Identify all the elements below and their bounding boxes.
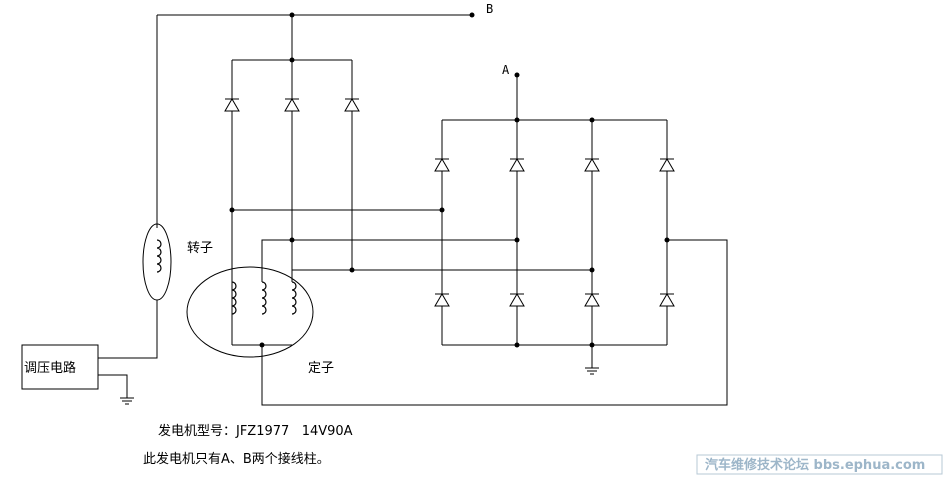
stator-label: 定子 (308, 361, 334, 376)
wiring (98, 14, 728, 406)
watermark-frame (696, 454, 943, 475)
model-note: 发电机型号：JFZ1977 14V90A (158, 423, 353, 439)
ground-icon (585, 367, 599, 375)
watermark-text: 汽车维修技术论坛 bbs.ephua.com (705, 457, 925, 473)
diode (509, 293, 525, 307)
diode (224, 98, 240, 112)
diode (659, 158, 675, 172)
diode (509, 158, 525, 172)
junctions (229, 12, 670, 348)
diode (344, 98, 360, 112)
stator-winding (186, 266, 314, 358)
field-diodes (224, 98, 360, 112)
rotor-label: 转子 (187, 241, 213, 256)
description-note: 此发电机只有A、B两个接线柱。 (143, 451, 330, 467)
diode (584, 293, 600, 307)
diode (434, 293, 450, 307)
diode (434, 158, 450, 172)
rectifier-diodes-lower (434, 293, 675, 307)
ground-icon (120, 397, 134, 405)
rectifier-diodes-upper (434, 158, 675, 172)
regulator-label: 调压电路 (24, 360, 76, 376)
terminal-a-label: A (502, 63, 510, 77)
diode (659, 293, 675, 307)
rotor-winding (142, 223, 172, 301)
diode (284, 98, 300, 112)
diode (584, 158, 600, 172)
regulator-box (21, 344, 99, 390)
terminal-b-label: B (486, 2, 493, 16)
